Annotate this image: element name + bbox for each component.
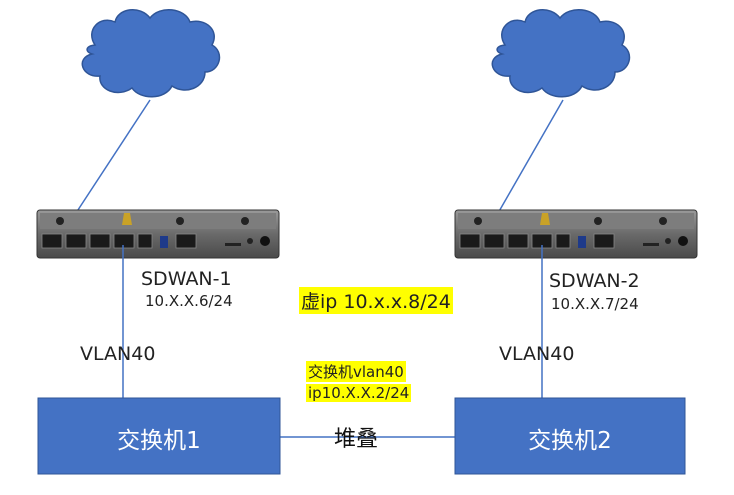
stack-label: 堆叠 <box>334 427 379 452</box>
vlan-label-left: VLAN40 <box>80 343 156 365</box>
internet-cloud-left <box>81 9 221 98</box>
switch-box-left <box>37 397 281 475</box>
sdwan-device-right <box>454 209 698 259</box>
switch-label-left: 交换机1 <box>117 428 201 454</box>
internet-cloud-right <box>491 9 631 98</box>
router-ip-left: 10.X.X.6/24 <box>145 292 233 310</box>
switch-label-right: 交换机2 <box>528 428 612 454</box>
router-name-left: SDWAN-1 <box>141 268 232 290</box>
switch-box-right <box>454 397 686 475</box>
router-name-right: SDWAN-2 <box>549 270 640 292</box>
virtual-ip-label: 虚ip 10.x.x.8/24 <box>299 287 453 314</box>
vlan-label-right: VLAN40 <box>499 343 575 365</box>
sdwan-device-left <box>36 209 280 259</box>
switch-ip-label: ip10.X.X.2/24 <box>306 384 412 402</box>
router-ip-right: 10.X.X.7/24 <box>551 295 639 313</box>
switch-vlan-label: 交换机vlan40 <box>306 361 406 382</box>
